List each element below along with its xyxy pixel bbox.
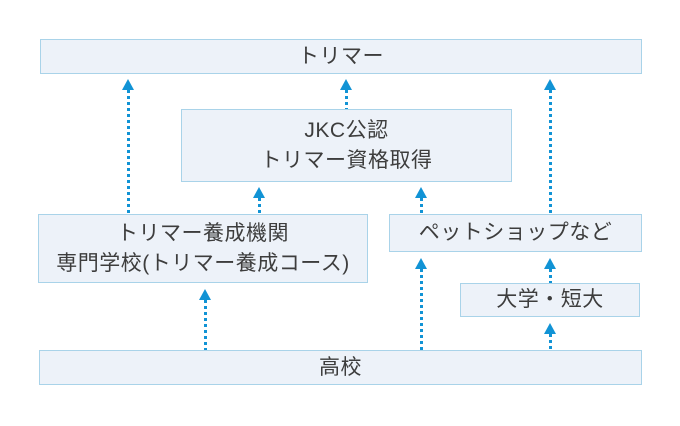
- arrow-highschool-to-university: [544, 323, 557, 350]
- arrow-up-icon: [415, 258, 427, 269]
- arrow-up-icon: [340, 79, 352, 90]
- node-pet-shop-label: ペットショップなど: [418, 221, 613, 244]
- node-training-school-label: トリマー養成機関 専門学校(トリマー養成コース): [56, 221, 350, 275]
- arrow-up-icon: [415, 187, 427, 198]
- arrow-training-to-trimmer: [122, 79, 135, 214]
- node-high-school: 高校: [39, 350, 642, 385]
- node-training-school: トリマー養成機関 専門学校(トリマー養成コース): [38, 214, 368, 283]
- arrow-training-to-jkc: [253, 187, 266, 214]
- node-jkc-certification: JKC公認 トリマー資格取得: [181, 109, 512, 182]
- node-trimmer-label: トリマー: [298, 44, 384, 68]
- node-pet-shop: ペットショップなど: [389, 214, 642, 252]
- node-trimmer: トリマー: [40, 39, 642, 74]
- arrow-highschool-to-petshop: [415, 258, 428, 350]
- arrow-petshop-to-jkc: [415, 187, 428, 214]
- node-university-label: 大学・短大: [496, 288, 604, 311]
- arrow-up-icon: [544, 258, 556, 269]
- arrow-up-icon: [544, 79, 556, 90]
- arrow-petshop-to-trimmer: [544, 79, 557, 214]
- node-university: 大学・短大: [460, 283, 640, 317]
- node-high-school-label: 高校: [319, 355, 362, 379]
- arrow-highschool-to-training: [199, 289, 212, 350]
- arrow-up-icon: [544, 323, 556, 334]
- arrow-up-icon: [199, 289, 211, 300]
- arrow-up-icon: [122, 79, 134, 90]
- arrow-jkc-to-trimmer: [340, 79, 353, 109]
- arrow-university-to-petshop: [544, 258, 557, 283]
- arrow-up-icon: [253, 187, 265, 198]
- node-jkc-certification-label: JKC公認 トリマー資格取得: [260, 118, 433, 172]
